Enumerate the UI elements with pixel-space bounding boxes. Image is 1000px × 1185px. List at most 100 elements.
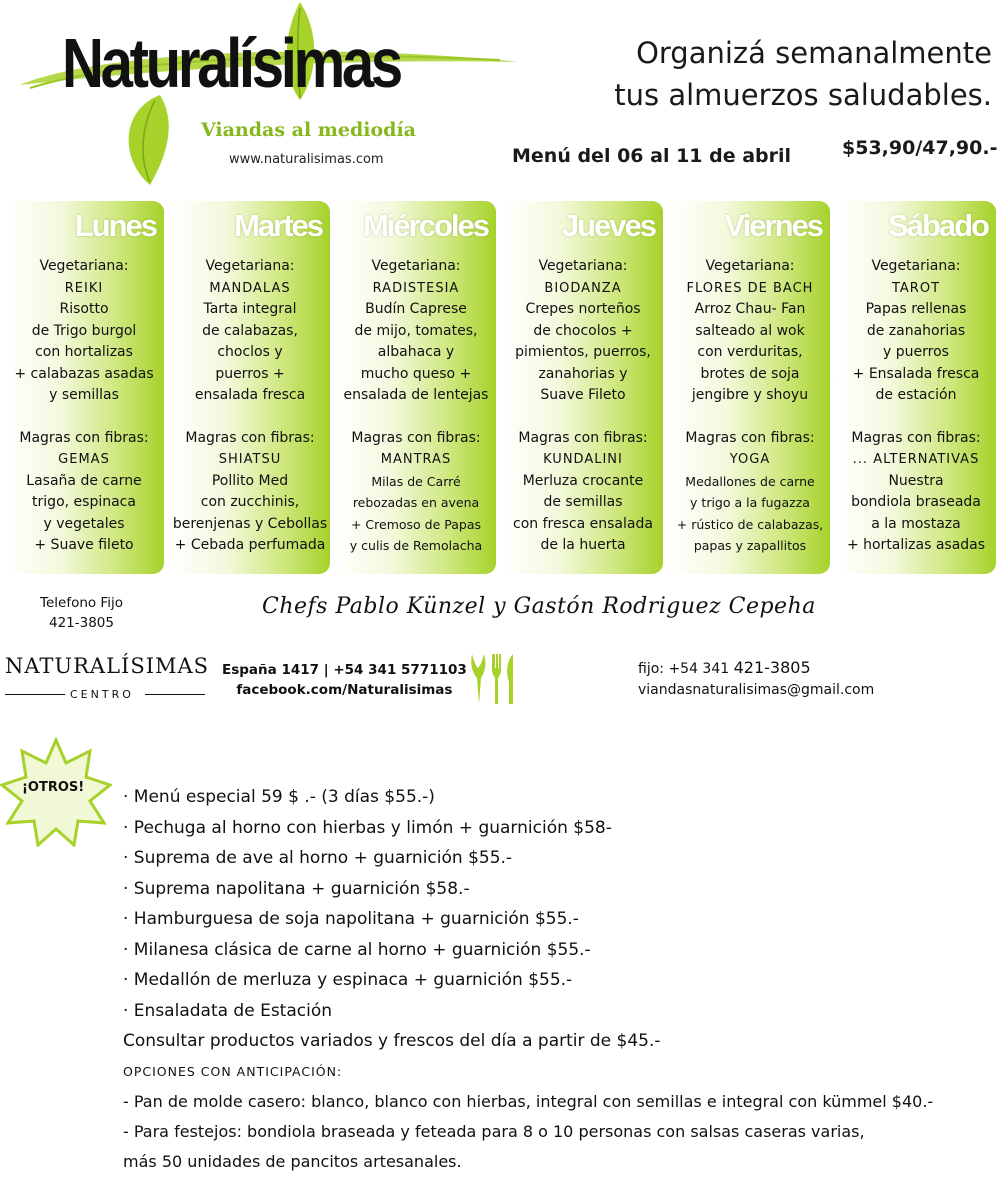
anticipation-line: más 50 unidades de pancitos artesanales.	[123, 1151, 462, 1171]
spacer	[336, 407, 496, 428]
fiber-dish-line: y culis de Remolacha	[349, 538, 483, 553]
email-link[interactable]: viandasnaturalisimas@gmail.com	[638, 682, 875, 698]
veg-dish-name: MANDALAS	[209, 280, 291, 296]
veg-dish-line: y puerros	[883, 344, 949, 360]
veg-dish-name: RADISTESIA	[372, 280, 460, 296]
fiber-label: Magras con fibras:	[19, 429, 149, 446]
veg-dish-line: puerros +	[215, 365, 285, 382]
fiber-label: Magras con fibras:	[685, 429, 815, 446]
brand-logo-text: Naturalísimas	[62, 24, 403, 102]
veg-dish-line: Papas rellenas	[865, 301, 967, 317]
veg-dish-line: con hortalizas	[35, 344, 133, 360]
veg-dish-line: de Trigo burgol	[31, 322, 137, 339]
veg-dish-line: ensalada de lentejas	[343, 387, 489, 403]
veg-dish-line: de mijo, tomates,	[354, 322, 478, 339]
veg-dish-line: Suave Fileto	[540, 387, 626, 403]
day-title: Viernes	[724, 208, 824, 243]
fiber-dish-line: de la huerta	[540, 537, 626, 553]
fiber-dish-line: + Suave fileto	[34, 537, 134, 553]
day-title: Lunes	[74, 208, 158, 243]
veg-dish-line: zanahorias y	[538, 365, 628, 382]
veg-dish-name: BIODANZA	[544, 280, 622, 296]
website-link[interactable]: www.naturalisimas.com	[229, 152, 384, 167]
chefs-signature: Chefs Pablo Künzel y Gastón Rodriguez Ce…	[262, 594, 816, 619]
day-title: Martes	[234, 208, 324, 243]
centro-sub: CENTRO	[70, 688, 134, 701]
veg-dish-line: con verduritas,	[697, 344, 803, 360]
fiber-dish-line: Merluza crocante	[522, 472, 644, 489]
cutlery-icon	[471, 654, 513, 704]
veg-dish-line: choclos y	[217, 344, 283, 360]
spacer	[670, 407, 830, 428]
star-badge-icon	[0, 737, 112, 847]
fiber-dish-line: y vegetales	[43, 515, 125, 532]
fiber-dish-line: + Cremoso de Papas	[350, 516, 482, 532]
veg-dish-line: Tarta integral	[203, 301, 297, 317]
menu-dates: Menú del 06 al 11 de abril	[512, 145, 792, 167]
veg-dish-line: + Ensalada fresca	[852, 365, 980, 382]
fiber-dish-name: MANTRAS	[380, 452, 452, 467]
day-title: Sábado	[888, 208, 990, 243]
fiber-dish-line: + hortalizas asadas	[846, 537, 986, 553]
otros-label: ¡OTROS!	[22, 780, 85, 795]
headline-line-1: Organizá semanalmente	[636, 36, 992, 70]
fiber-dish-name: ... ALTERNATIVAS	[852, 452, 980, 467]
veg-dish-line: ensalada fresca	[194, 387, 306, 403]
anticipation-line: - Pan de molde casero: blanco, blanco co…	[123, 1091, 934, 1111]
fiber-dish-line: Milas de Carré	[371, 473, 461, 489]
extras-list: · Menú especial 59 $ .- (3 días $55.-) · …	[123, 782, 933, 1177]
veg-dish-name: REIKI	[64, 280, 104, 296]
veg-dish-line: y semillas	[49, 387, 119, 403]
veg-label: Vegetariana:	[538, 258, 628, 274]
veg-label: Vegetariana:	[39, 258, 129, 274]
fiber-dish-name: SHIATSU	[218, 452, 282, 467]
fiber-dish-line: trigo, espinaca	[32, 494, 136, 510]
fiber-dish-line: Medallones de carne	[685, 473, 815, 489]
extra-item: · Milanesa clásica de carne al horno + g…	[123, 939, 591, 960]
veg-label: Vegetariana:	[205, 258, 295, 274]
phone-block: Telefono Fijo 421-3805	[40, 593, 123, 633]
fijo-prefix: fijo: +54 341	[638, 661, 734, 677]
veg-dish-name: FLORES DE BACH	[686, 280, 814, 296]
fiber-dish-line: con zucchinis,	[200, 494, 300, 510]
anticipation-lines: - Pan de molde casero: blanco, blanco co…	[123, 1087, 933, 1177]
facebook-link[interactable]: facebook.com/Naturalisimas	[236, 682, 453, 698]
fiber-dish-line: berenjenas y Cebollas	[172, 515, 328, 532]
contact-block: fijo: +54 341 421-3805 viandasnaturalisi…	[638, 657, 874, 701]
fiber-label: Magras con fibras:	[185, 429, 315, 446]
fiber-dish-line: + Cebada perfumada	[174, 537, 326, 553]
veg-dish-line: pimientos, puerros,	[515, 344, 651, 360]
extra-item: · Ensaladata de Estación	[123, 1000, 333, 1021]
fiber-dish-line: Pollito Med	[211, 472, 289, 489]
day-title: Jueves	[561, 208, 657, 243]
extra-item: · Suprema napolitana + guarnición $58.-	[123, 878, 470, 899]
veg-dish-line: Budín Caprese	[365, 301, 467, 317]
extra-item: · Suprema de ave al horno + guarnición $…	[123, 848, 513, 868]
card-body: Vegetariana: RADISTESIA Budín Caprese de mi…	[336, 256, 496, 557]
fiber-dish-name: GEMAS	[58, 452, 110, 467]
fiber-dish-line: a la mostaza	[871, 515, 961, 532]
fiber-dish-line: de semillas	[543, 494, 623, 510]
veg-label: Vegetariana:	[705, 258, 795, 274]
fiber-dish-line: papas y zapallitos	[693, 538, 807, 553]
veg-dish-line: brotes de soja	[700, 365, 800, 382]
veg-dish-line: + calabazas asadas	[14, 365, 154, 382]
veg-dish-line: mucho queso +	[360, 365, 472, 382]
headline: Organizá semanalmente tus almuerzos salu…	[614, 32, 992, 116]
veg-label: Vegetariana:	[371, 258, 461, 274]
menu-price: $53,90/47,90.-	[842, 137, 998, 159]
extra-item: · Menú especial 59 $ .- (3 días $55.-)	[123, 787, 435, 807]
fiber-label: Magras con fibras:	[351, 429, 481, 446]
extras-items: · Menú especial 59 $ .- (3 días $55.-) · …	[123, 782, 933, 1026]
anticipation-title: OPCIONES CON ANTICIPACIÓN:	[123, 1063, 343, 1079]
veg-dish-line: jengibre y shoyu	[691, 387, 809, 403]
veg-dish-line: albahaca y	[377, 344, 455, 360]
